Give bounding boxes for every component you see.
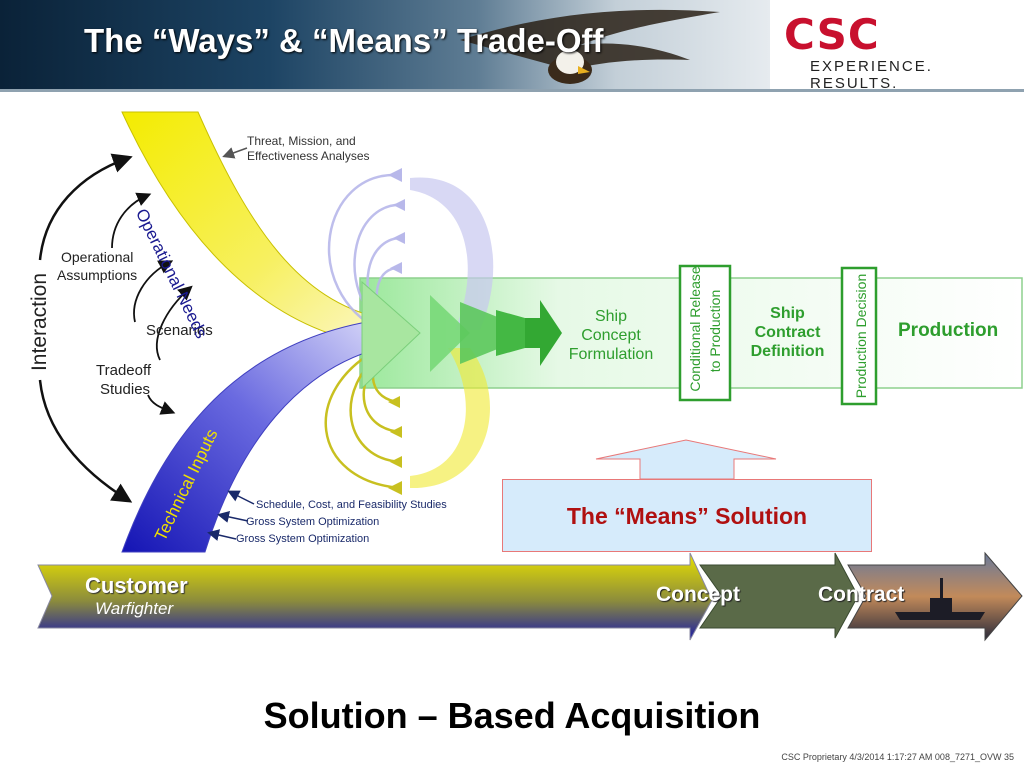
conditional-release-label-1: Conditional Release: [687, 266, 703, 392]
lower-loop-band: [410, 348, 490, 489]
production-label: Production: [898, 320, 999, 341]
green-arrow-main: [525, 300, 562, 366]
warfighter-label: Warfighter: [95, 599, 174, 618]
operational-assumptions-label-1: Operational: [61, 249, 134, 265]
conditional-release-label-2: to Production: [707, 289, 723, 373]
interaction-label: Interaction: [28, 272, 51, 372]
scenarios-label: Scenarios: [146, 322, 213, 339]
input-arrows: [207, 490, 255, 541]
operational-assumptions-label-2: Assumptions: [57, 267, 138, 283]
ship-concept-label-2: Concept: [581, 327, 641, 344]
logo-tagline: EXPERIENCE. RESULTS.: [810, 58, 933, 92]
concept-phase-arrow: [699, 552, 859, 639]
green-triangle-arrow: [361, 280, 421, 390]
customer-timeline-arrow: [37, 552, 713, 641]
ship-contract-label-2: Contract: [754, 324, 821, 341]
ship-concept-label-1: Ship: [594, 308, 628, 325]
green-arrow-1: [430, 295, 470, 372]
header-banner: [0, 0, 770, 90]
ship-concept-label-3: Formulation: [568, 346, 654, 363]
upper-loop-arrowheads: [388, 168, 405, 274]
means-solution-box: The “Means” Solution: [502, 479, 872, 552]
green-arrow-3: [496, 310, 525, 356]
means-solution-label: The “Means” Solution: [566, 503, 808, 529]
ship-contract-label-3: Definition: [750, 343, 825, 360]
production-decision-label: Production Decision: [853, 273, 869, 399]
slide-header: The “Ways” & “Means” Trade-Off CSC EXPER…: [0, 0, 1024, 92]
footer-note: CSC Proprietary 4/3/2014 1:17:27 AM 008_…: [781, 752, 1014, 762]
interaction-arcs: [38, 153, 133, 503]
means-pointer: [595, 439, 777, 480]
inner-arcs: [111, 192, 193, 415]
footer-title: Solution – Based Acquisition: [263, 695, 761, 736]
tradeoff-studies-label-1: Tradeoff: [96, 362, 152, 379]
ship-contract-label-1: Ship: [770, 305, 805, 322]
logo-area: [770, 0, 1024, 90]
header-rule: [0, 89, 1024, 92]
concept-label: Concept: [656, 583, 740, 606]
threat-analyses-label-2: Effectiveness Analyses: [247, 149, 370, 163]
customer-label: Customer: [85, 573, 188, 598]
eagle-image: [460, 9, 720, 84]
conditional-release-box: [678, 264, 732, 402]
green-arrow-2: [460, 302, 500, 364]
contract-label: Contract: [818, 583, 905, 606]
warship-silhouette: [895, 578, 985, 620]
lower-loop-arrowheads: [388, 396, 402, 495]
gross-optimization-label-1: Gross System Optimization: [246, 516, 380, 528]
upper-loop-band: [410, 177, 494, 330]
schedule-studies-label: Schedule, Cost, and Feasibility Studies: [256, 499, 447, 511]
threat-analyses-label-1: Threat, Mission, and: [247, 134, 356, 148]
slide-title: The “Ways” & “Means” Trade-Off: [84, 22, 604, 59]
production-decision-box: [840, 266, 878, 406]
csc-logo: CSC: [784, 10, 880, 59]
annotation-arrows: [222, 147, 248, 159]
tradeoff-studies-label-2: Studies: [100, 381, 151, 398]
gross-optimization-label-2: Gross System Optimization: [236, 533, 370, 545]
